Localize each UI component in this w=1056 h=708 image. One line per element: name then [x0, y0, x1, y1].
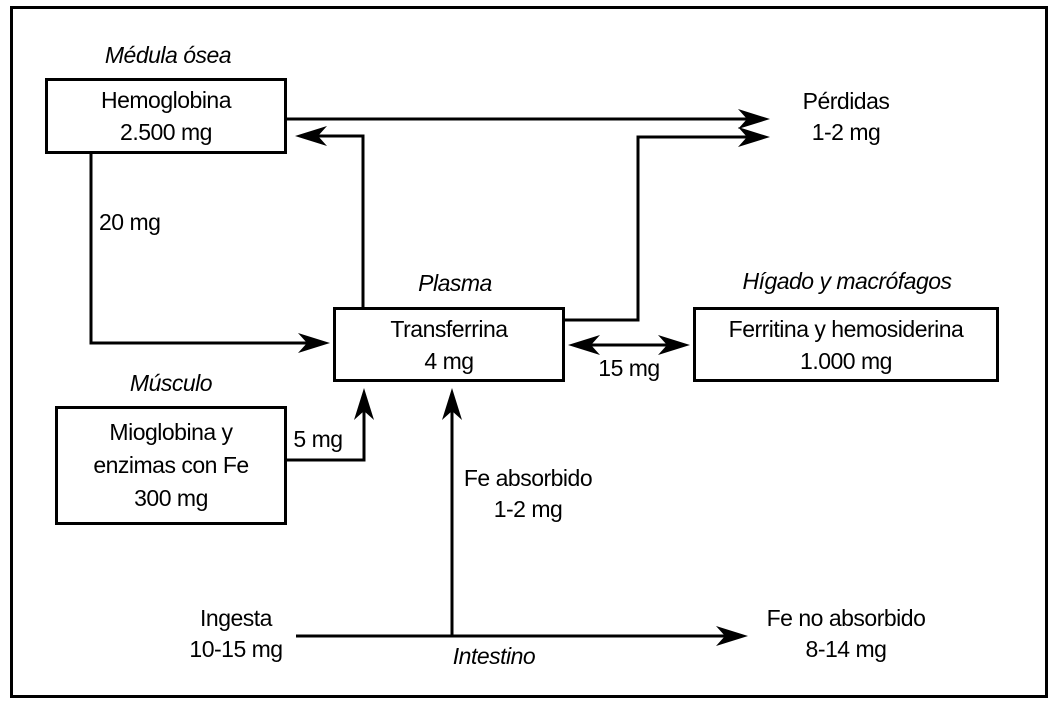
flow-label-5mg: 5 mg	[293, 426, 343, 452]
region-label-higado-macrofagos: Hígado y macrófagos	[742, 268, 952, 294]
box-mioglobina: Mioglobina y enzimas con Fe 300 mg	[55, 406, 287, 525]
box-hemoglobina: Hemoglobina 2.500 mg	[45, 78, 287, 154]
box-ferritina-title: Ferritina y hemosiderina	[728, 315, 964, 342]
diagram-border	[10, 6, 1048, 698]
flow-label-perdidas-text: Pérdidas	[802, 88, 890, 114]
region-label-medula-osea: Médula ósea	[104, 42, 232, 68]
flow-label-15mg: 15 mg	[598, 355, 660, 381]
flow-label-fe-no-absorbido-text: Fe no absorbido	[766, 605, 926, 631]
box-mioglobina-amount: 300 mg	[134, 485, 208, 511]
flow-label-fe-no-absorbido-amount: 8-14 mg	[805, 636, 887, 662]
flow-label-fe-absorbido: Fe absorbido 1-2 mg	[463, 463, 593, 525]
flow-label-ingesta-text: Ingesta	[200, 605, 272, 631]
box-transferrina-amount: 4 mg	[424, 347, 474, 374]
flow-label-fe-absorbido-amount: 1-2 mg	[493, 496, 563, 522]
arrow-mioglobina-to-transferrina-5mg	[287, 388, 374, 462]
flow-label-perdidas-amount: 1-2 mg	[811, 119, 881, 145]
box-hemoglobina-title: Hemoglobina	[100, 87, 232, 113]
box-transferrina: Transferrina 4 mg	[333, 307, 565, 382]
flow-label-fe-no-absorbido: Fe no absorbido 8-14 mg	[767, 603, 926, 665]
region-label-plasma: Plasma	[418, 270, 492, 296]
arrow-transferrina-to-hemoglobina	[295, 126, 365, 307]
arrow-transferrina-to-perdidas	[565, 127, 770, 322]
flow-label-perdidas: Pérdidas 1-2 mg	[803, 86, 890, 148]
flow-label-fe-absorbido-text: Fe absorbido	[463, 465, 593, 491]
region-label-musculo: Músculo	[129, 370, 213, 396]
region-label-intestino: Intestino	[452, 643, 536, 669]
box-ferritina: Ferritina y hemosiderina 1.000 mg	[693, 307, 999, 382]
box-ferritina-amount: 1.000 mg	[800, 347, 892, 374]
box-hemoglobina-amount: 2.500 mg	[120, 119, 212, 145]
flow-label-20mg: 20 mg	[99, 209, 161, 235]
box-mioglobina-line2: enzimas con Fe	[93, 452, 249, 478]
arrow-hemoglobina-to-transferrina-20mg	[89, 154, 330, 353]
box-mioglobina-line1: Mioglobina y	[109, 419, 233, 445]
flow-label-ingesta: Ingesta 10-15 mg	[189, 603, 283, 665]
box-transferrina-title: Transferrina	[390, 315, 508, 342]
flow-label-ingesta-amount: 10-15 mg	[189, 636, 283, 662]
